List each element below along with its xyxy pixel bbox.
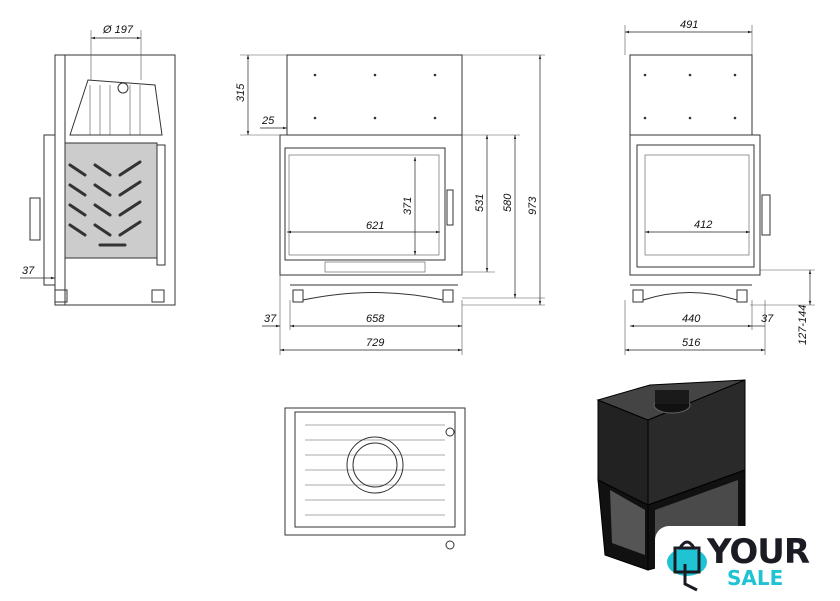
top-width-label: 491 — [680, 19, 698, 31]
door-handle-icon — [29, 197, 41, 241]
top-height-label: 315 — [235, 83, 247, 102]
glass-height-label: 371 — [402, 197, 414, 215]
product-render — [596, 379, 746, 571]
total-height-label: 973 — [527, 196, 539, 215]
right-total-width-label: 516 — [682, 337, 701, 349]
glass-width-label: 621 — [366, 220, 384, 232]
inner-width-label: 658 — [366, 313, 385, 325]
right-view: 491 412 440 37 516 127-144 — [624, 19, 815, 355]
top-view — [284, 407, 466, 550]
body-height-label: 580 — [502, 193, 514, 212]
logo-word-sale: SALE — [727, 566, 784, 590]
brand-logo: YOUR SALE — [655, 526, 840, 601]
door-height-label: 531 — [474, 194, 486, 212]
side-view: Ø 197 37 — [20, 24, 176, 306]
front-side-offset-label: 37 — [264, 313, 277, 325]
logo-word-your: YOUR — [707, 532, 810, 572]
right-inner-width-label: 440 — [682, 313, 701, 325]
top-offset-label: 25 — [261, 115, 275, 127]
flue-diameter-label: Ø 197 — [102, 24, 134, 36]
side-offset-label: 37 — [22, 265, 35, 277]
right-glass-width-label: 412 — [694, 219, 712, 231]
leg-height-label: 127-144 — [797, 305, 809, 345]
shopping-bag-hand-icon — [667, 540, 707, 592]
front-view: 315 25 371 621 531 580 973 37 658 729 — [235, 54, 545, 355]
right-side-offset-label: 37 — [761, 313, 774, 325]
total-width-label: 729 — [366, 337, 384, 349]
